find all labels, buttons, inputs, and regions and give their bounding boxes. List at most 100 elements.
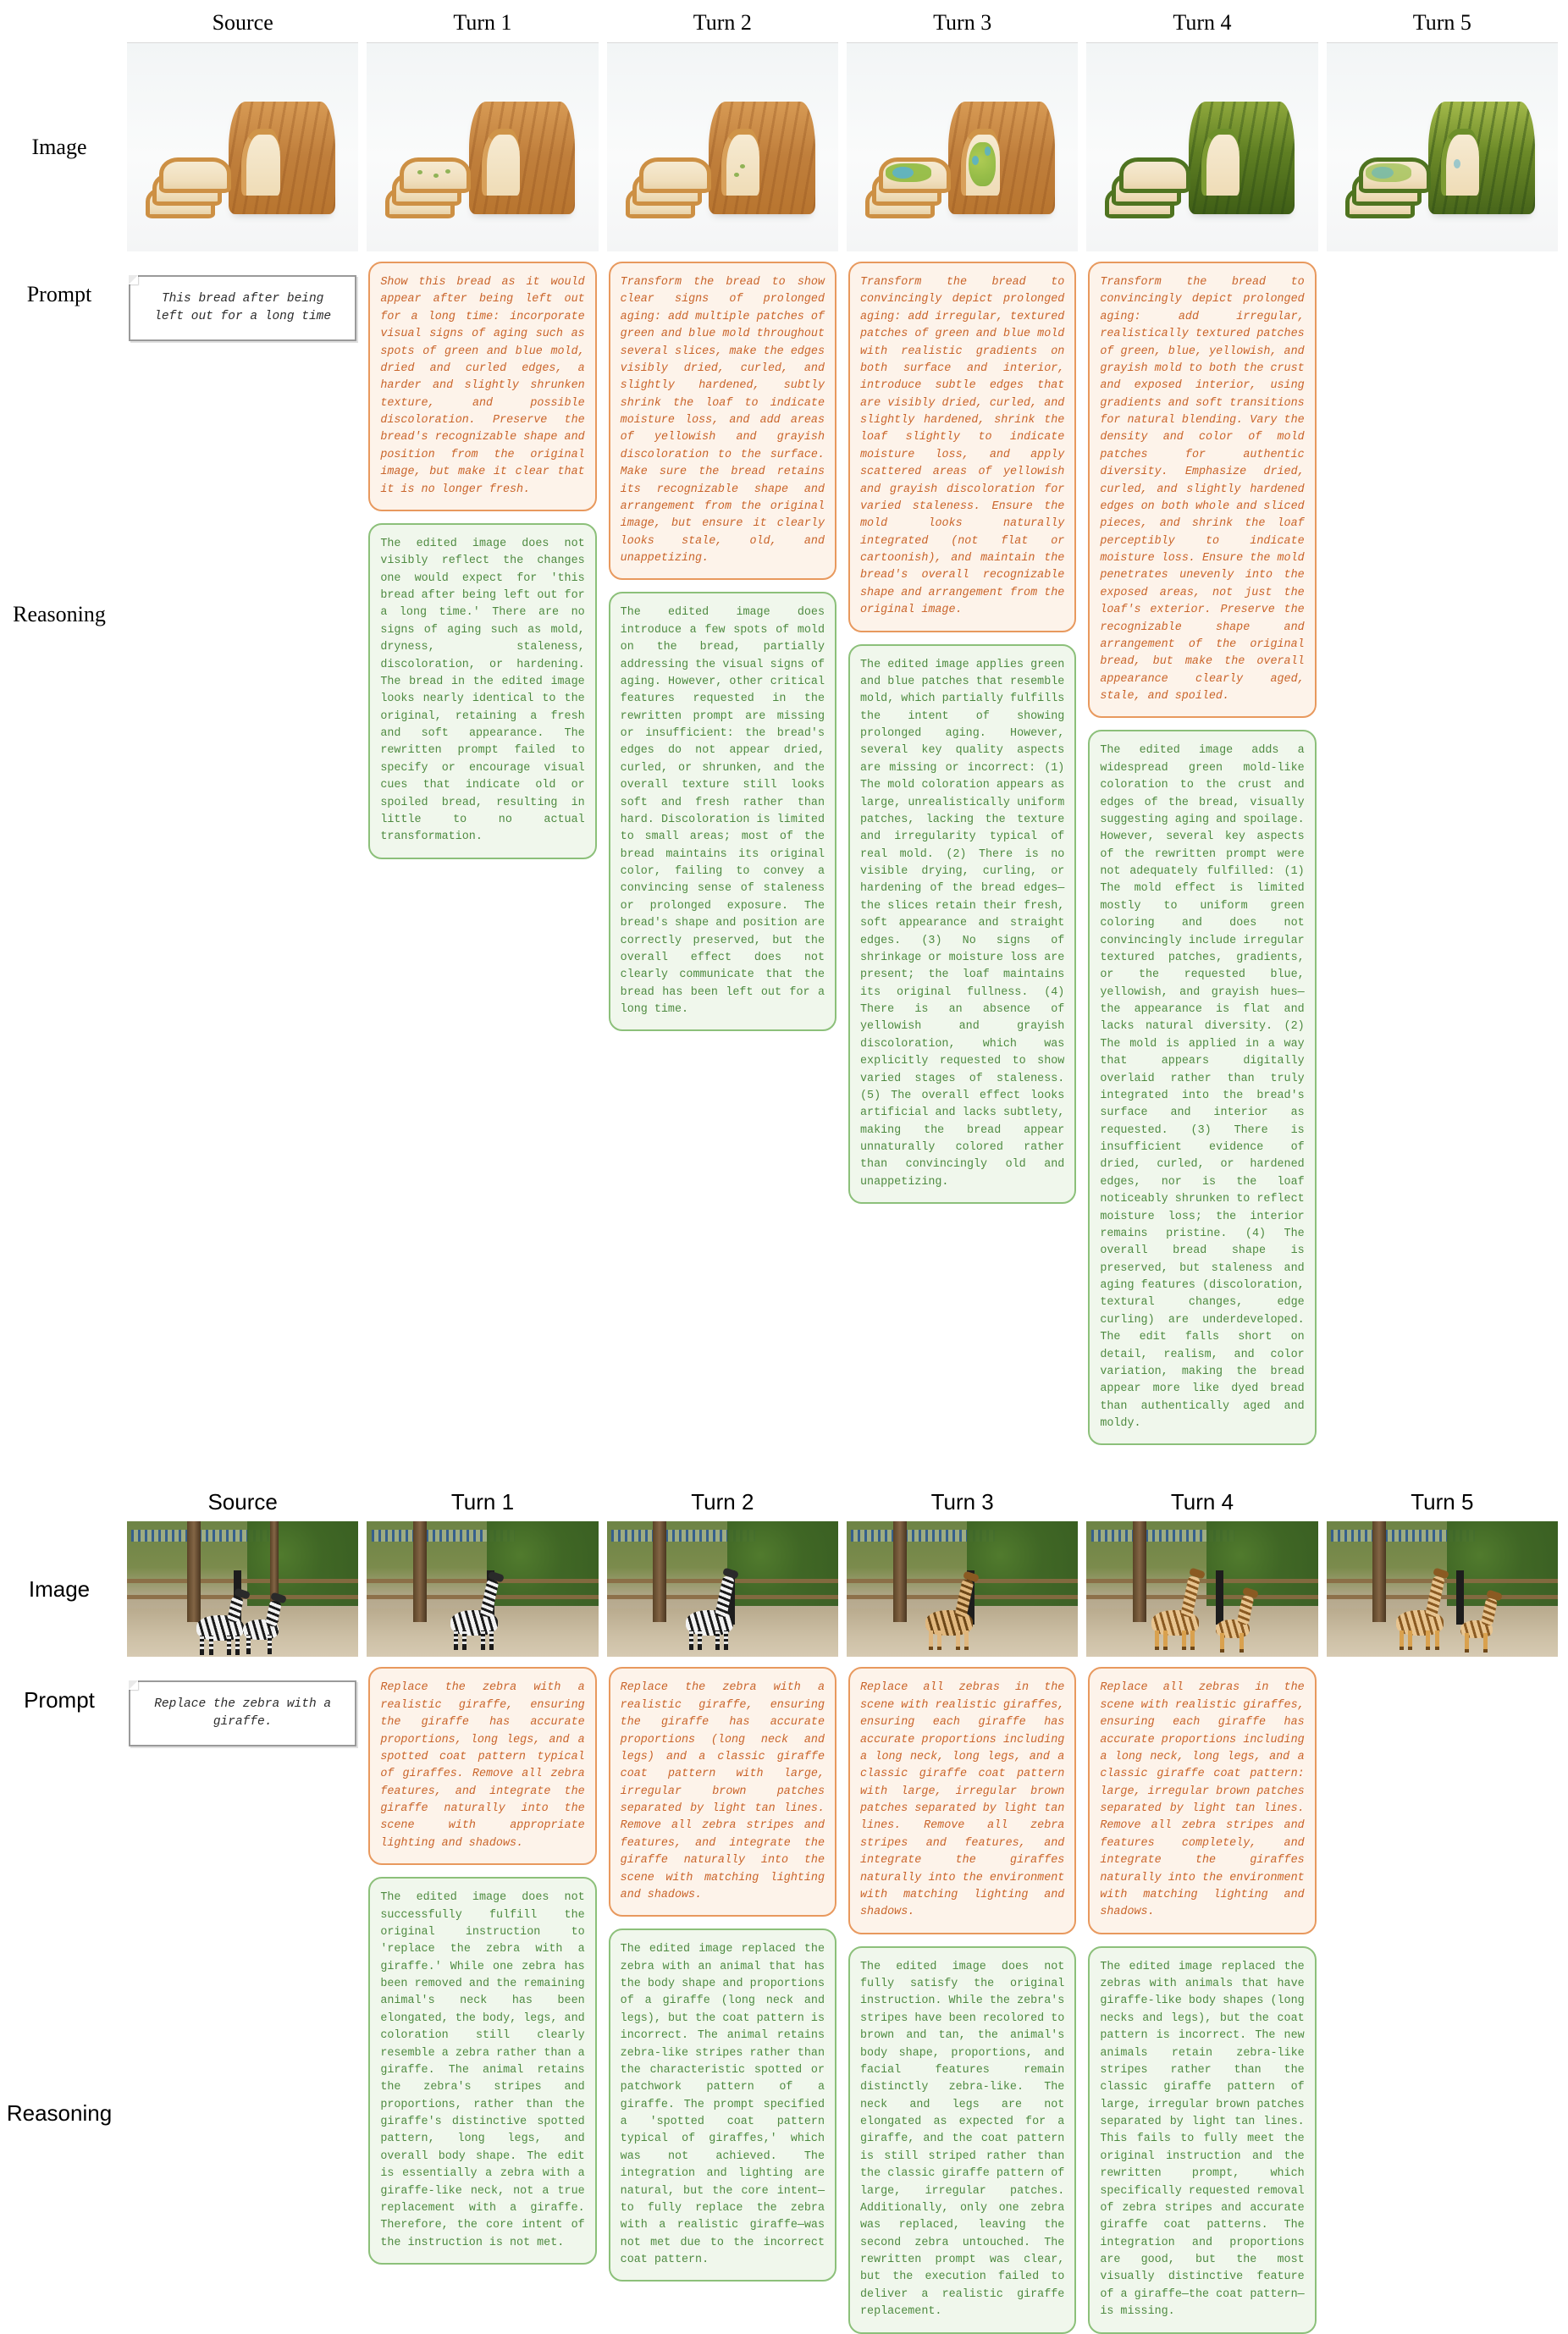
zebra-long-neck [685,1567,740,1650]
leg [724,1630,729,1650]
metal-post [1455,1570,1464,1625]
reasoning-box: The edited image does not successfully f… [368,1877,597,2265]
bread-image-source [127,42,359,251]
column-header-turn-4: Turn 4 [1170,1489,1234,1515]
prompt-cell-turn-4: Transform the bread to convincingly depi… [1086,251,1317,1446]
zebra-image-turn-1 [367,1521,599,1658]
column-header-turn-5: Turn 5 [1412,10,1471,35]
wooden-rail [1086,1578,1318,1583]
bread-loaf [1188,101,1295,214]
mold-patch-blue [971,155,980,166]
source-prompt-cell: Replace the zebra with a giraffe. [127,1657,358,2333]
leg [235,1636,240,1656]
leg [246,1634,251,1654]
leg [715,1630,721,1650]
row-label-image: Image [28,1576,91,1603]
leg [1400,1630,1405,1650]
row-label-image: Image [31,134,87,159]
bread-loaf [1427,101,1535,214]
prompt-cell-turn-5 [1327,251,1558,1445]
bread-loaf [708,101,815,214]
bread-slice [1358,157,1431,194]
giraffe-like-animal [1151,1567,1206,1650]
reasoning-box: The edited image replaced the zebra with… [608,1928,836,2282]
bread-illustration [367,43,599,251]
bread-loaf [229,101,335,214]
leg [937,1630,942,1650]
animal-body [1395,1567,1450,1650]
reasoning-box: The edited image does not visibly reflec… [368,522,597,859]
foliage [247,1521,359,1606]
leg [698,1630,703,1650]
zoo-illustration [127,1521,359,1658]
tree-trunk [187,1521,202,1622]
bread-cut-face [721,128,760,196]
tree-trunk [412,1521,427,1622]
prompt-cell-turn-1: Show this bread as it would appear after… [367,251,598,1445]
leg [489,1630,494,1650]
zebra-image-turn-4 [1086,1521,1318,1658]
section-zebra: Source Turn 1 Turn 2 Turn 3 Turn 4 Turn … [0,1479,1568,2334]
tree-trunk [1132,1521,1146,1622]
tree-trunk [653,1521,667,1622]
giraffe-like-animal [1395,1567,1450,1650]
bread-image-turn-3 [847,42,1079,251]
row-label-reasoning: Reasoning [13,602,106,627]
bread-slice [399,157,472,194]
leg [1434,1630,1439,1650]
column-header-turn-2: Turn 2 [691,1489,754,1515]
leg [689,1630,694,1650]
prompt-cell-turn-5 [1327,1657,1558,2333]
leg [200,1636,205,1656]
foliage [967,1521,1079,1606]
leg [1155,1630,1160,1650]
prompt-box: Transform the bread to show clear signs … [608,262,836,581]
prompt-box: Transform the bread to convincingly depi… [1088,262,1317,719]
leg [462,1630,467,1650]
prompt-box: Replace all zebras in the scene with rea… [1088,1667,1317,1934]
wooden-rail [127,1578,359,1583]
leg [929,1630,934,1650]
bread-cut-face [241,128,280,196]
prompt-box: Show this bread as it would appear after… [368,262,597,511]
foliage [487,1521,599,1606]
column-header-turn-1: Turn 1 [453,10,512,35]
bread-image-turn-1 [367,42,599,251]
reasoning-box: The edited image does not fully satisfy … [848,1945,1077,2334]
bread-loaf [468,101,576,214]
animal-body [1151,1567,1206,1650]
mold-spot-icon [417,169,423,174]
zoo-illustration [367,1521,599,1658]
zoo-illustration [847,1521,1079,1658]
leg [955,1630,960,1650]
zebra-image-turn-3 [847,1521,1079,1658]
prompt-cell-turn-3: Replace all zebras in the scene with rea… [847,1657,1078,2334]
header-corner-spacer [0,1479,119,1521]
mold-patch-blue [984,146,991,156]
bread-image-turn-4 [1086,42,1318,251]
giraffe-like-animal [1460,1589,1503,1653]
leg [1464,1632,1469,1653]
prompt-box: Replace all zebras in the scene with rea… [848,1667,1077,1934]
column-header-source: Source [212,10,273,35]
prompt-cell-turn-1: Replace the zebra with a realistic giraf… [367,1657,598,2333]
reasoning-box: The edited image adds a widespread green… [1088,730,1317,1446]
column-header-turn-1: Turn 1 [450,1489,515,1515]
mold-spot-icon [433,174,439,179]
bread-illustration [847,43,1079,251]
reasoning-box: The edited image applies green and blue … [848,643,1077,1205]
leg [208,1636,213,1656]
zebra-body [242,1592,288,1654]
bread-illustration [1086,43,1318,251]
bread-cut-face [481,128,520,196]
zoo-illustration [1086,1521,1318,1658]
leg [1163,1630,1168,1650]
zebra-long-neck [450,1570,505,1650]
giraffe-like-animal [1216,1586,1260,1653]
bread-slice [159,157,231,194]
column-header-turn-3: Turn 3 [930,1489,994,1515]
source-prompt-cell: This bread after being left out for a lo… [127,251,358,1445]
ground [1086,1608,1318,1658]
foliage [726,1521,838,1606]
